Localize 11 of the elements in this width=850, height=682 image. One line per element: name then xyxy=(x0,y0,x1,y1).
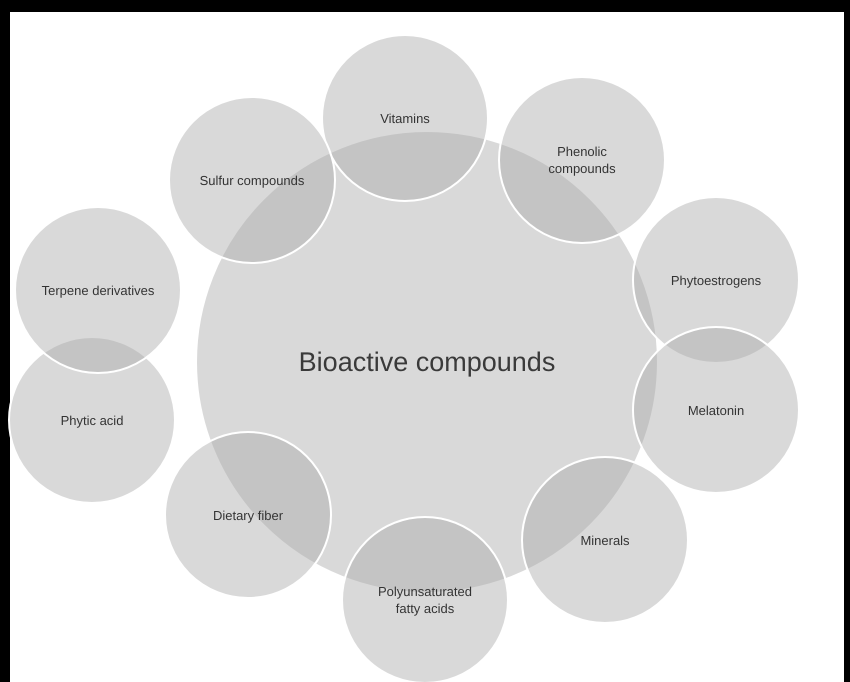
circle-label: Sulfur compounds xyxy=(200,172,304,188)
circle-label: Phenolic compounds xyxy=(547,143,617,177)
circle-label: Melatonin xyxy=(688,402,744,418)
circle-label: Polyunsaturated fatty acids xyxy=(377,583,473,617)
circle-label: Dietary fiber xyxy=(212,506,284,524)
circle-label: Minerals xyxy=(580,532,630,548)
circle-label: Terpene derivatives xyxy=(42,282,154,298)
circle-label: Phytoestrogens xyxy=(670,272,762,288)
circle-label: Vitamins xyxy=(380,110,430,126)
circle-label: Phytic acid xyxy=(60,412,124,428)
center-label: Bioactive compounds xyxy=(298,346,556,378)
